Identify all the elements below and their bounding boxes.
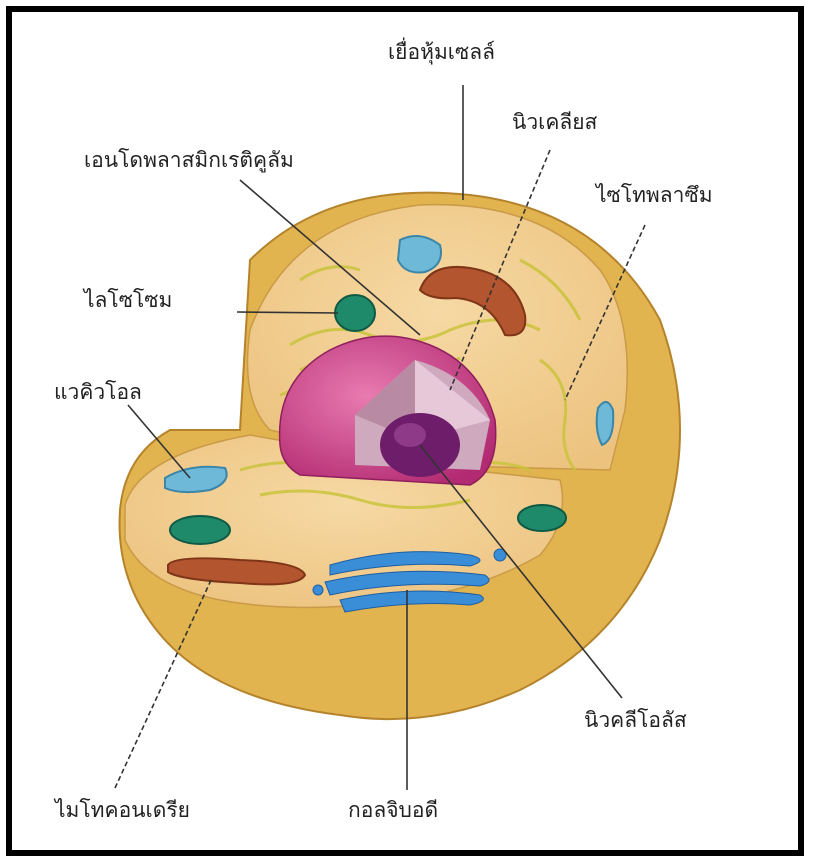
label-vacuole: แวคิวโอล: [54, 382, 142, 403]
vacuole-shape: [398, 236, 441, 273]
label-nucleus: นิวเคลียส: [512, 112, 597, 133]
label-lysosome: ไลโซโซม: [84, 290, 172, 311]
label-golgi-body: กอลจิบอดี: [348, 800, 438, 821]
lysosome-shape: [335, 295, 375, 331]
label-endoplasmic-reticulum: เอนโดพลาสมิกเรติคูลัม: [84, 150, 294, 171]
lysosome-shape-3: [518, 505, 566, 531]
leader-lysosome: [237, 312, 338, 313]
label-cell-membrane: เยื่อหุ้มเซลล์: [388, 42, 495, 63]
label-nucleolus: นิวคลีโอลัส: [584, 710, 687, 731]
label-mitochondria: ไมโทคอนเดรีย: [55, 800, 190, 821]
lysosome-shape-2: [170, 516, 230, 544]
label-cytoplasm: ไซโทพลาซึม: [596, 185, 713, 206]
